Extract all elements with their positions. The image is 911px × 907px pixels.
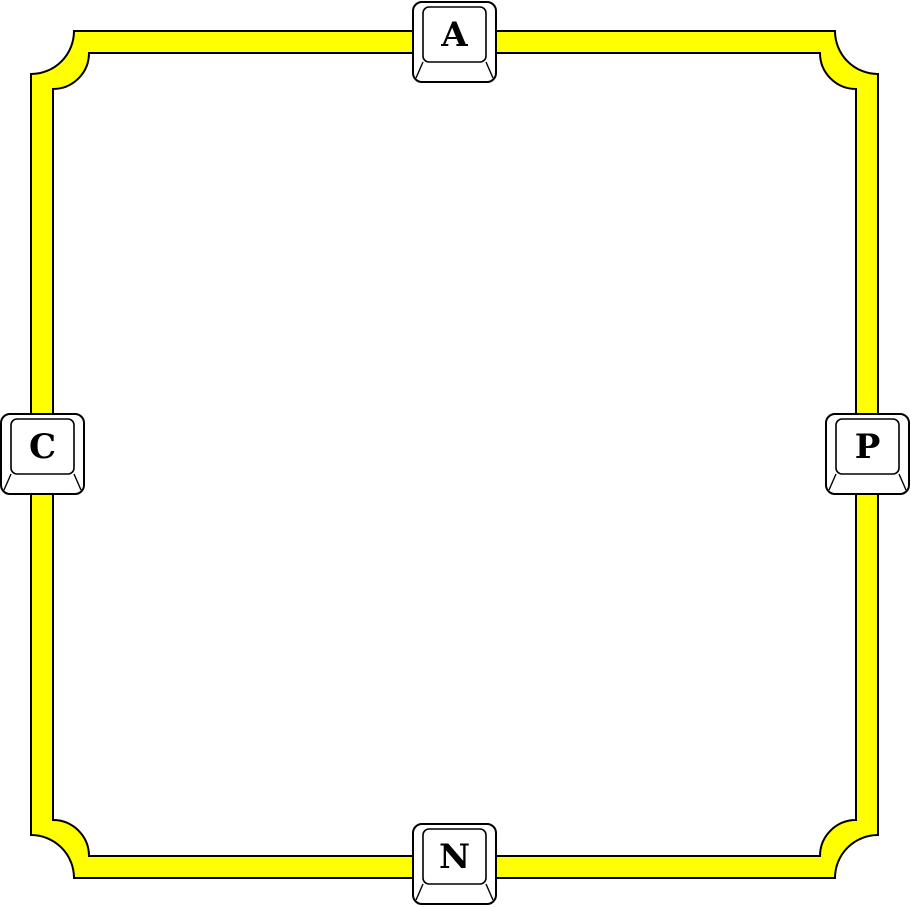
key-right-bevel-right xyxy=(898,473,907,491)
key-right-face xyxy=(835,418,900,475)
key-left-bevel-left xyxy=(3,473,12,491)
key-top-bevel-left xyxy=(415,61,424,79)
key-left: C xyxy=(0,413,85,495)
yellow-frame xyxy=(30,30,879,879)
key-right: P xyxy=(825,413,910,495)
key-top-face xyxy=(422,6,487,63)
key-left-letter: C xyxy=(29,427,56,467)
key-right-letter: P xyxy=(855,427,881,467)
key-top-bevel-right xyxy=(485,61,494,79)
key-left-bevel-right xyxy=(73,473,82,491)
key-bottom-bevel-left xyxy=(415,883,424,901)
key-top: A xyxy=(412,1,497,83)
key-bottom: N xyxy=(412,823,497,905)
key-top-letter: A xyxy=(440,15,468,55)
key-bottom-face xyxy=(422,828,487,885)
key-left-face xyxy=(10,418,75,475)
key-right-bevel-left xyxy=(828,473,837,491)
key-bottom-bevel-right xyxy=(485,883,494,901)
key-bottom-letter: N xyxy=(439,837,470,877)
